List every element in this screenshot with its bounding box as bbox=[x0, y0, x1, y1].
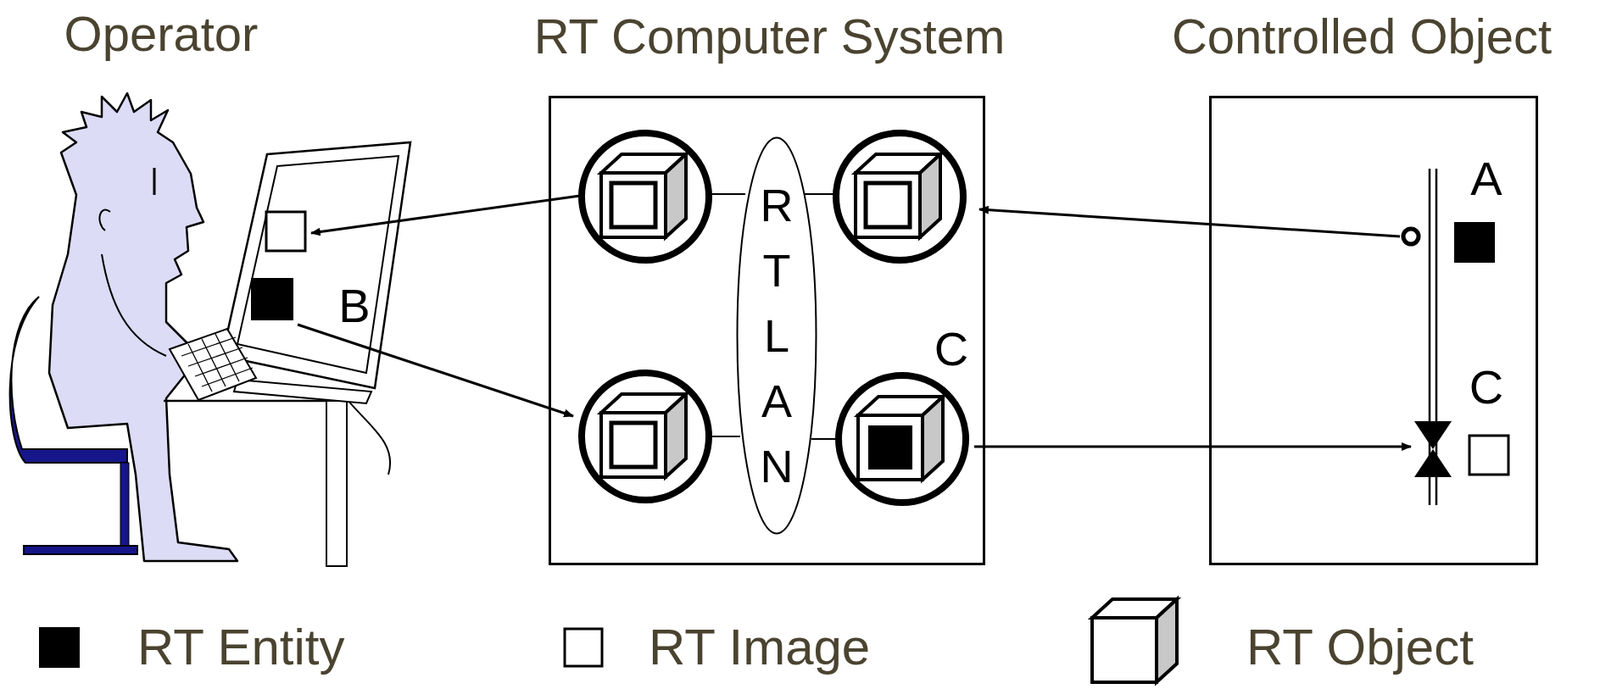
rt-node bbox=[581, 133, 964, 501]
rt-node-circle: C bbox=[834, 371, 971, 508]
rt-object-cube bbox=[858, 396, 943, 480]
lan-ellipse-shape bbox=[737, 138, 817, 535]
part-letter: B bbox=[338, 282, 370, 330]
system-box: RT Computer SystemRTLANC bbox=[548, 95, 986, 566]
rt-node-circle-shape bbox=[838, 375, 966, 503]
lan-label: RTLAN bbox=[753, 172, 800, 500]
section-heading: RT Computer System bbox=[534, 11, 1005, 62]
rt-node-outline bbox=[834, 371, 971, 508]
process-pipe bbox=[1403, 168, 1509, 506]
section-heading: Controlled Object bbox=[1171, 11, 1552, 62]
operator-figure bbox=[49, 93, 238, 562]
legend-text: RT Object bbox=[1246, 622, 1474, 674]
legend-text: RT Entity bbox=[137, 622, 346, 674]
node-letter: C bbox=[934, 325, 969, 374]
section-heading: Operator bbox=[64, 9, 259, 59]
part-letter: C bbox=[1469, 363, 1504, 412]
lan-ellipse: RTLAN bbox=[735, 136, 818, 536]
rt-entity-square bbox=[868, 425, 913, 470]
legend-text: RT Image bbox=[648, 622, 870, 674]
lan-link bbox=[811, 438, 836, 441]
legend-swatch bbox=[39, 599, 1177, 683]
operator-workstation bbox=[163, 142, 411, 567]
part-letter: A bbox=[1470, 155, 1502, 203]
